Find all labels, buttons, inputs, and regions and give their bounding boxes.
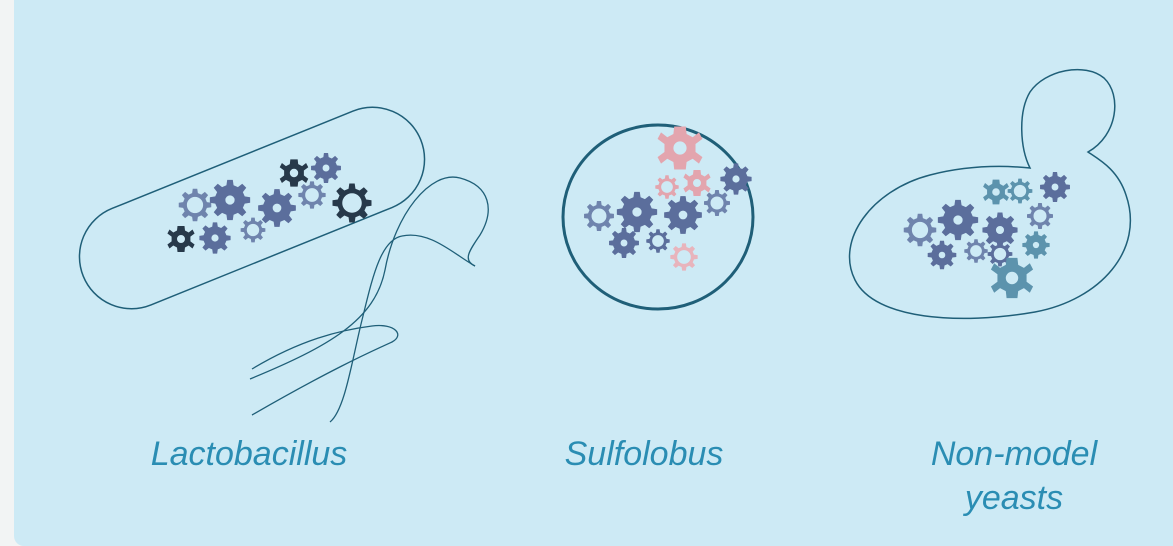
sulfolobus-cell (563, 125, 753, 309)
yeasts-label-line2: yeasts (874, 476, 1154, 520)
yeast-cell (850, 70, 1131, 319)
lactobacillus-cell (64, 92, 488, 422)
yeasts-label: Non-model yeasts (874, 432, 1154, 520)
gear-icon (584, 127, 752, 271)
diagram-canvas: Lactobacillus Sulfolobus Non-model yeast… (14, 0, 1173, 546)
gear-icon (904, 172, 1070, 298)
yeasts-label-line1: Non-model (874, 432, 1154, 476)
rod-cell-outline (64, 92, 440, 325)
sulfolobus-label: Sulfolobus (519, 432, 769, 476)
lactobacillus-label: Lactobacillus (94, 432, 404, 476)
gear-icon (167, 153, 371, 254)
